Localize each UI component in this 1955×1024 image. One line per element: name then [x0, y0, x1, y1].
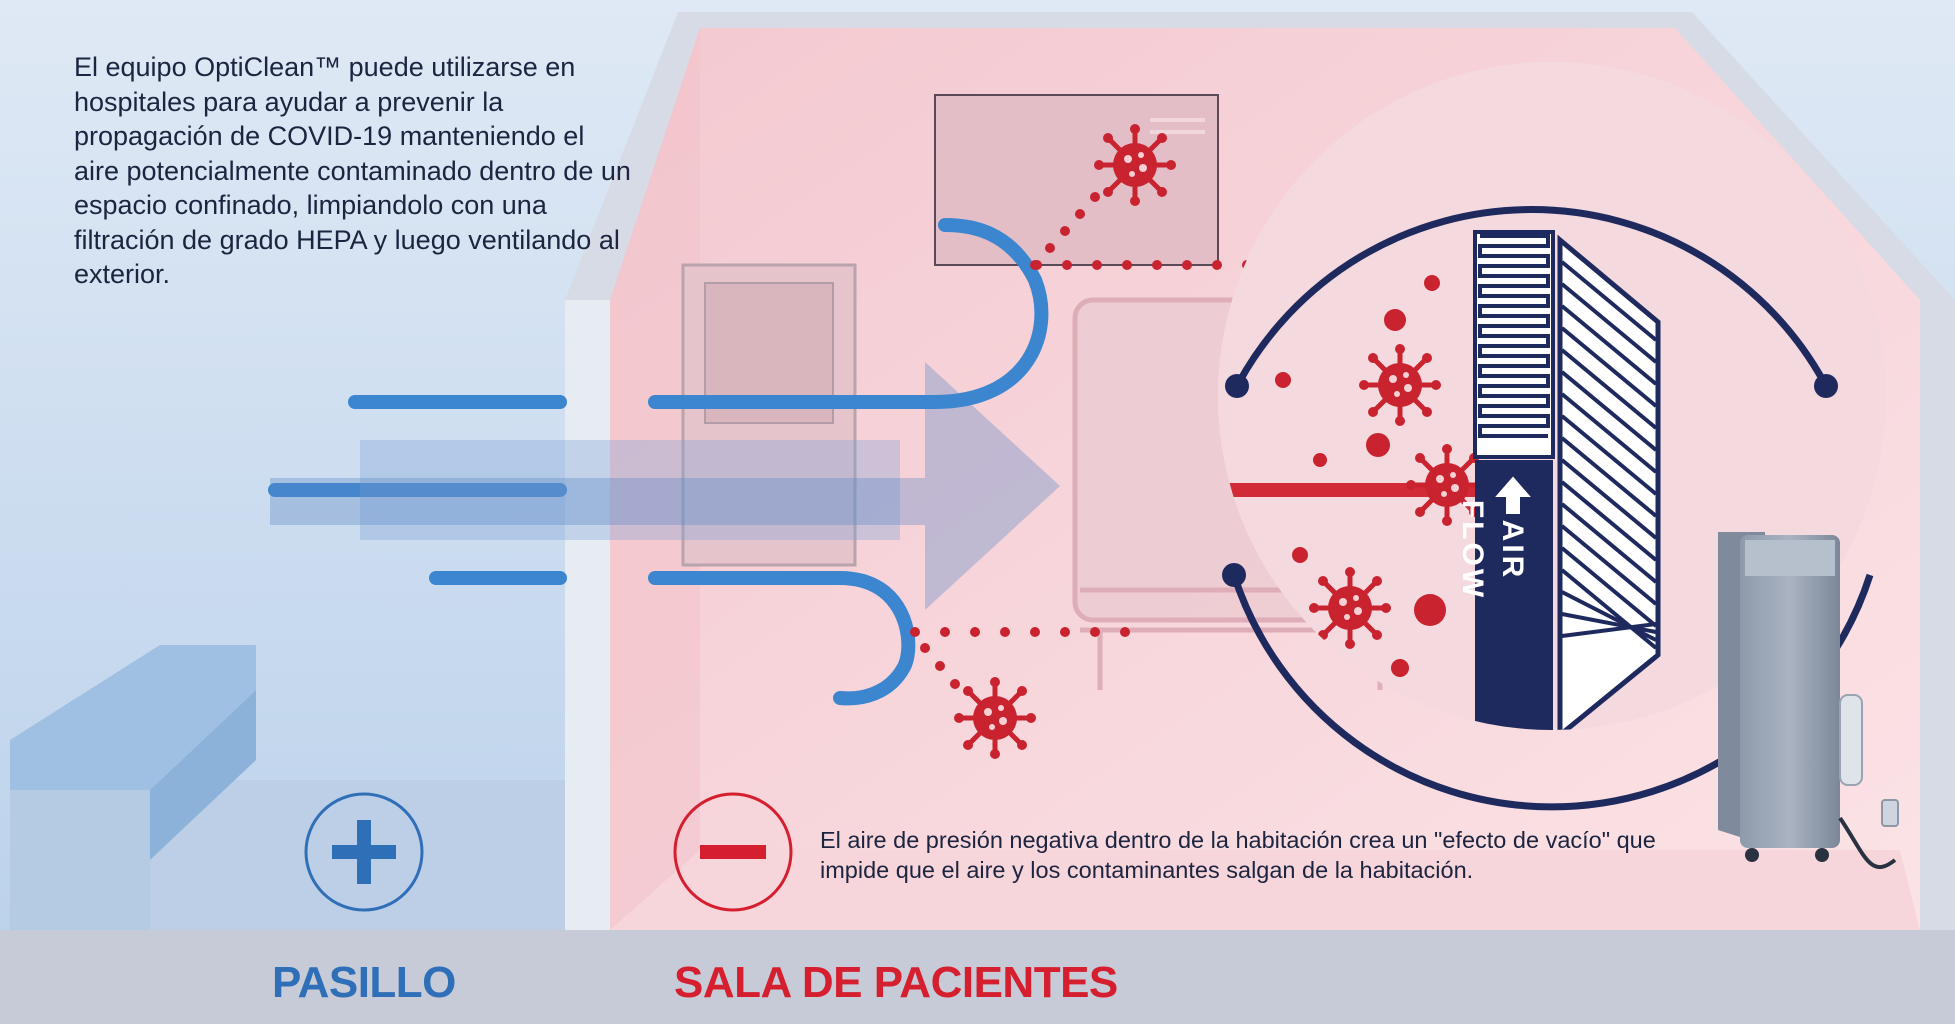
- virus-icon: [1094, 124, 1176, 206]
- patient-room-label: SALA DE PACIENTES: [674, 958, 1118, 1007]
- hallway-bench: [10, 645, 256, 790]
- floor-strip: [0, 930, 1955, 1024]
- intro-text: El equipo OptiClean™ puede utilizarse en…: [74, 52, 631, 289]
- air-scrubber-unit: [1718, 532, 1899, 869]
- hallway-label: PASILLO: [272, 958, 456, 1007]
- hallway-air-streams: [268, 395, 567, 585]
- airflow-label: AIR FLOW: [1456, 499, 1529, 601]
- arrow-up-icon: [1490, 473, 1536, 516]
- room-floor: [610, 850, 1920, 930]
- virus-icon: [954, 677, 1036, 759]
- contaminant-dots: [910, 192, 1252, 689]
- upper-air-stream: [648, 218, 1049, 409]
- doorway-wall: [565, 300, 610, 930]
- plus-icon: [304, 792, 424, 912]
- lower-air-stream: [648, 571, 916, 706]
- negative-pressure-note: El aire de presión negativa dentro de la…: [820, 827, 1656, 883]
- minus-icon: [673, 792, 793, 912]
